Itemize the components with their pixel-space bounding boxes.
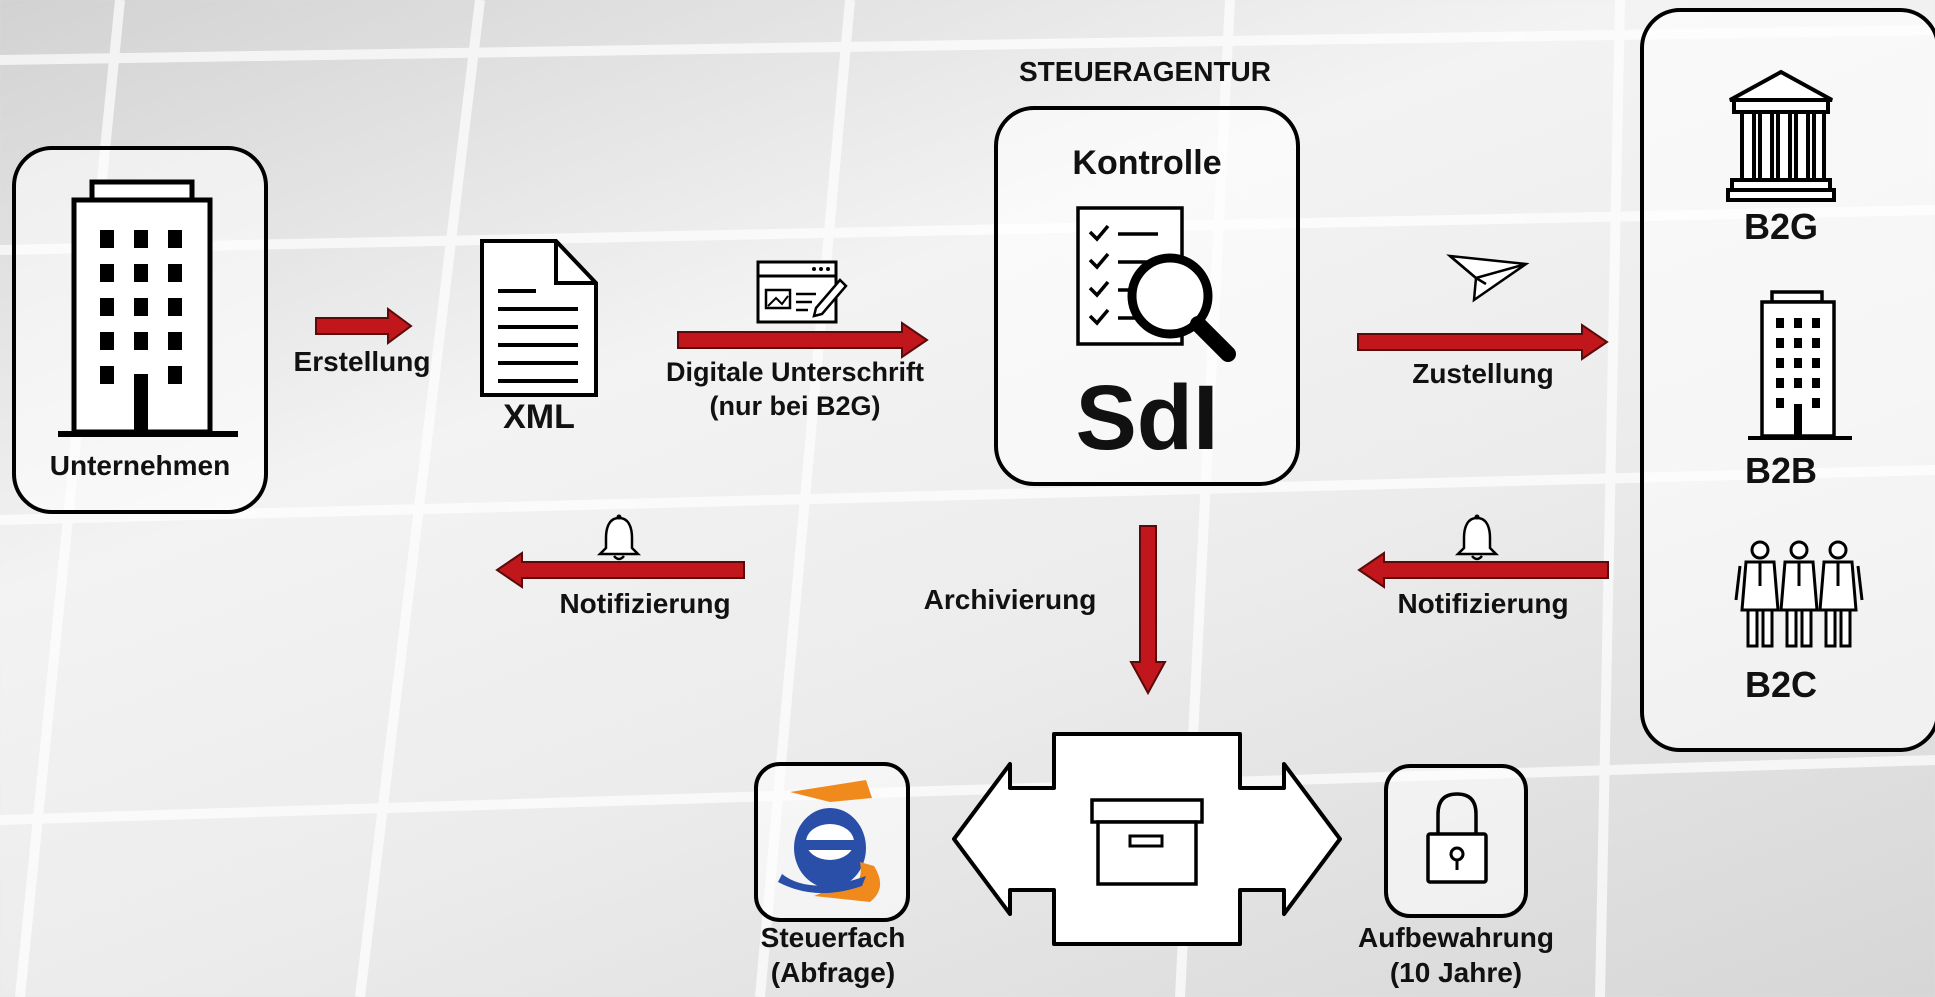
retention-label: Aufbewahrung (10 Jahre) [1340, 920, 1572, 990]
delivery-label: Zustellung [1412, 358, 1554, 389]
archive-box-icon [1090, 798, 1204, 886]
signature-window-icon [756, 260, 848, 324]
people-icon [1734, 540, 1864, 648]
bell-icon [1454, 514, 1500, 561]
tax-drawer-label: Steuerfach (Abfrage) [722, 920, 944, 990]
agenzia-entrate-logo [778, 780, 881, 902]
notification-right-arrow [1357, 551, 1609, 589]
tax-drawer-line2: (Abfrage) [770, 957, 896, 988]
notification-right-label: Notifizierung [1397, 588, 1569, 619]
control-title: Kontrolle [1072, 144, 1222, 182]
signature-label-line2: (nur bei B2G) [709, 390, 881, 421]
paper-plane-icon [1446, 254, 1530, 303]
archive-label: Archivierung [923, 584, 1097, 615]
recipient-b2c-label: B2C [1744, 664, 1818, 705]
bell-icon [596, 514, 642, 561]
delivery-arrow [1357, 323, 1609, 361]
notification-left-arrow [495, 551, 745, 589]
creation-label: Erstellung [293, 346, 431, 377]
recipient-b2g-label: B2G [1743, 206, 1819, 247]
signature-label: Digitale Unterschrift (nur bei B2G) [630, 356, 960, 424]
company-label: Unternehmen [49, 450, 231, 481]
document-xml-icon [480, 239, 598, 397]
creation-arrow [315, 307, 413, 345]
building-icon [58, 179, 238, 437]
archive-arrow [1129, 525, 1167, 696]
tax-drawer-line1: Steuerfach [760, 922, 906, 953]
agency-title: STEUERAGENTUR [1018, 56, 1271, 87]
notification-left-label: Notifizierung [559, 588, 731, 619]
checklist-magnifier-icon [1076, 206, 1236, 362]
sdi-label: SdI [1075, 367, 1219, 469]
xml-label: XML [503, 398, 575, 436]
recipient-b2b-label: B2B [1744, 450, 1818, 491]
office-building-icon [1748, 290, 1852, 440]
signature-label-line1: Digitale Unterschrift [665, 357, 925, 387]
retention-line1: Aufbewahrung [1358, 922, 1554, 953]
retention-line2: (10 Jahre) [1389, 957, 1523, 988]
government-building-icon [1726, 69, 1836, 202]
padlock-icon [1426, 792, 1488, 884]
signature-arrow [677, 321, 929, 359]
